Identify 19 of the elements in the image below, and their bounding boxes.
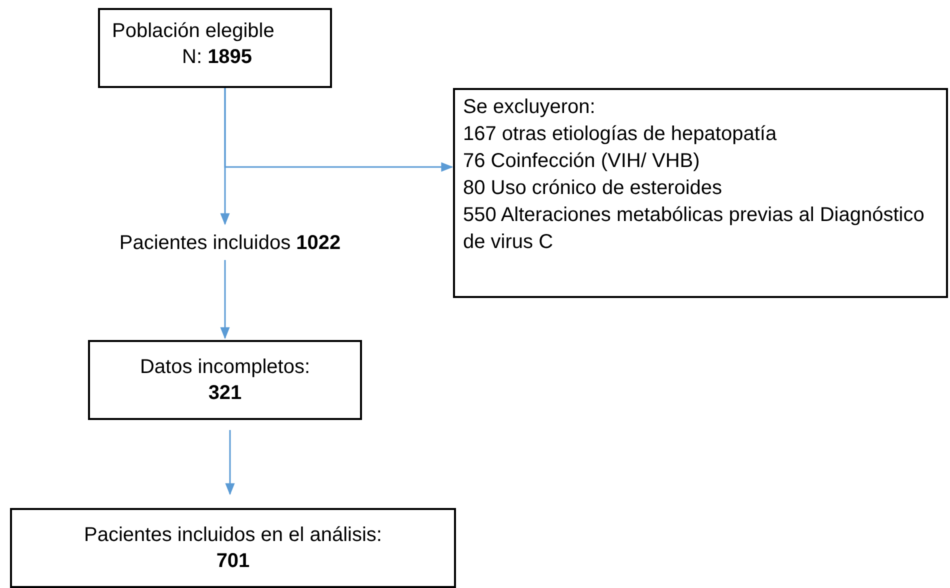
box-text: 80 Uso crónico de esteroides <box>463 176 722 201</box>
box-text: Se excluyeron: <box>463 95 596 120</box>
process-box <box>98 8 332 88</box>
process-box <box>10 508 456 588</box>
box-text: 167 otras etiologías de hepatopatía <box>463 122 777 147</box>
box-text: Datos incompletos: <box>140 355 310 380</box>
arrow <box>224 88 454 172</box>
process-box <box>88 340 362 420</box>
box-text: Población elegible <box>112 19 274 44</box>
box-text: Pacientes incluidos 1022 <box>119 231 341 256</box>
process-box <box>453 88 948 298</box>
box-text: 701 <box>216 549 250 574</box>
box-text: 321 <box>208 381 242 406</box>
arrow <box>225 430 235 496</box>
box-text: 76 Coinfección (VIH/ VHB) <box>463 149 700 174</box>
box-text: Pacientes incluidos en el análisis: <box>84 523 382 548</box>
box-text: 550 Alteraciones metabólicas previas al Diagnóstico de virus C <box>463 203 926 255</box>
box-text: N: 1895 <box>181 45 252 70</box>
arrow <box>220 260 230 340</box>
